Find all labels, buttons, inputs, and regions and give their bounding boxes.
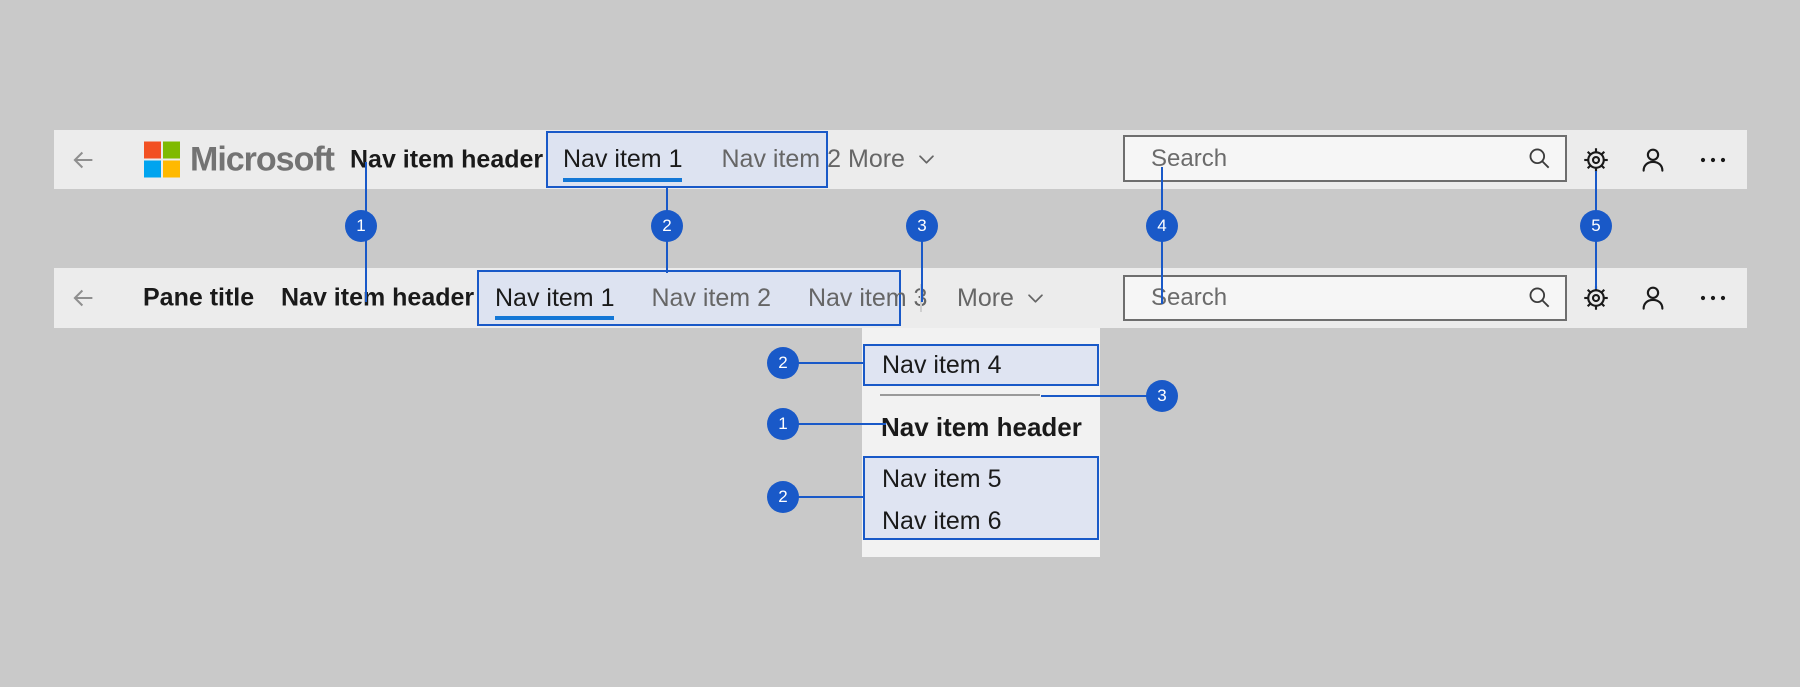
back-arrow-icon[interactable] [68,283,98,313]
ellipsis-icon[interactable] [1695,283,1731,313]
callout-badge-flyout-3: 3 [1146,380,1178,412]
more-menu-button[interactable]: More [848,130,934,189]
search-input[interactable] [1125,277,1565,319]
nav-item-1-label: Nav item 1 [563,145,683,173]
chevron-down-icon [1028,293,1043,303]
search-icon[interactable] [1527,146,1553,172]
gear-icon[interactable] [1581,283,1611,313]
more-label: More [957,283,1014,312]
nav-item-3-tab[interactable]: Nav item 3 [808,272,927,324]
callout-line-flyout-1 [798,423,886,425]
callout-badge-1: 1 [345,210,377,242]
search-input[interactable] [1125,137,1565,180]
microsoft-logo-squares-icon [144,141,180,178]
nav-item-1-label: Nav item 1 [495,283,615,312]
callout-line-flyout-2a [798,362,864,364]
menu-divider [880,394,1040,396]
more-menu-button[interactable]: More [957,268,1043,328]
nav-item-2-tab[interactable]: Nav item 2 [721,133,840,186]
callout-badge-5: 5 [1580,210,1612,242]
callout-line-flyout-3 [1041,395,1147,397]
callout-badge-4: 4 [1146,210,1178,242]
person-icon[interactable] [1638,145,1668,175]
highlight-box-nav-items: Nav item 1 Nav item 2 Nav item 3 [477,270,927,326]
top-header-bar: Microsoft Nav item header Nav item 1 Nav… [54,130,1747,189]
nav-item-5[interactable]: Nav item 5 [865,458,1097,500]
microsoft-logo[interactable]: Microsoft [144,140,335,179]
chevron-down-icon [919,155,934,164]
highlight-box-nav-items: Nav item 1 Nav item 2 [546,131,841,188]
highlight-box-nav-items-5-6: Nav item 5 Nav item 6 [863,456,1099,540]
search-box [1123,275,1567,321]
nav-item-1-tab[interactable]: Nav item 1 [563,133,683,186]
brand-name: Microsoft [190,140,335,178]
callout-badge-2: 2 [651,210,683,242]
gear-icon[interactable] [1581,145,1611,175]
more-label: More [848,145,905,173]
nav-item-2-label: Nav item 2 [651,283,771,312]
nav-item-4[interactable]: Nav item 4 [865,346,1097,384]
nav-item-header-label[interactable]: Nav item header [350,145,544,173]
callout-badge-3: 3 [906,210,938,242]
search-icon[interactable] [1527,285,1553,311]
back-arrow-icon[interactable] [68,145,98,175]
callout-badge-flyout-1: 1 [767,408,799,440]
nav-item-3-label: Nav item 3 [807,283,928,312]
pane-header-bar: Pane title Nav item header Nav item 1 Na… [54,268,1747,328]
nav-item-header-label[interactable]: Nav item header [281,283,475,312]
nav-item-5-label: Nav item 5 [882,464,1002,493]
nav-item-6-label: Nav item 6 [882,506,1002,535]
highlight-box-nav-item-4: Nav item 4 [863,344,1099,386]
callout-line-3 [921,238,923,302]
search-box [1123,135,1567,182]
nav-item-6[interactable]: Nav item 6 [865,500,1097,542]
ellipsis-icon[interactable] [1695,145,1731,175]
person-icon[interactable] [1638,283,1668,313]
nav-item-1-tab[interactable]: Nav item 1 [495,272,615,324]
callout-badge-flyout-2b: 2 [767,481,799,513]
nav-item-2-tab[interactable]: Nav item 2 [651,272,770,324]
more-flyout-menu: Nav item 4 Nav item header Nav item 5 Na… [862,328,1100,557]
callout-line-flyout-2b [798,496,864,498]
pane-title: Pane title [143,283,255,312]
nav-item-4-label: Nav item 4 [882,350,1002,379]
nav-item-2-label: Nav item 2 [721,145,841,173]
callout-badge-flyout-2a: 2 [767,347,799,379]
flyout-nav-item-header: Nav item header [881,412,1082,442]
